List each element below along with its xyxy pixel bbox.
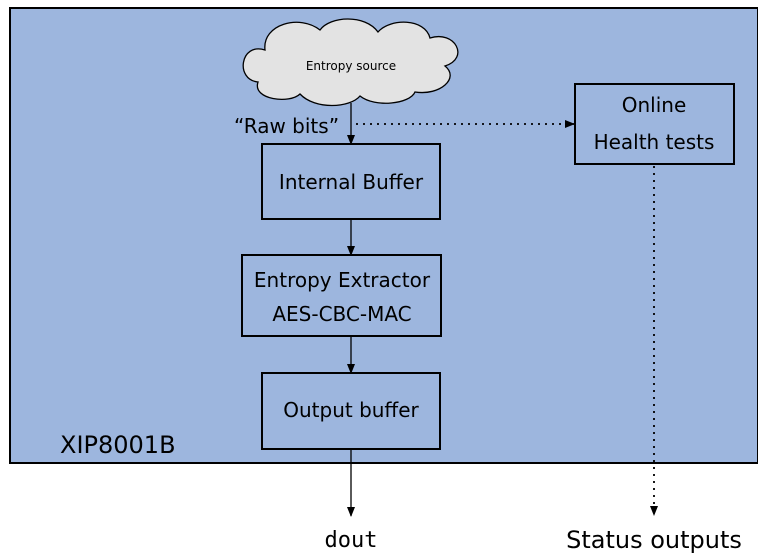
- health-tests-line1: Online: [622, 93, 687, 117]
- entropy-source-label: Entropy source: [306, 59, 396, 73]
- extractor-label-line2: AES-CBC-MAC: [272, 302, 411, 326]
- output-buffer-label: Output buffer: [283, 398, 419, 422]
- entropy-source-cloud: [242, 18, 459, 107]
- chip-label: XIP8001B: [60, 431, 176, 459]
- raw-bits-label: “Raw bits”: [234, 114, 339, 138]
- extractor-label-line1: Entropy Extractor: [254, 268, 431, 292]
- internal-buffer-label: Internal Buffer: [279, 170, 424, 194]
- status-outputs-label: Status outputs: [566, 526, 742, 554]
- health-tests-line2: Health tests: [594, 130, 715, 154]
- entropy-extractor-box: [241, 254, 442, 337]
- health-tests-box: [574, 83, 735, 165]
- internal-buffer-box: [261, 143, 441, 220]
- dout-label: dout: [325, 528, 378, 553]
